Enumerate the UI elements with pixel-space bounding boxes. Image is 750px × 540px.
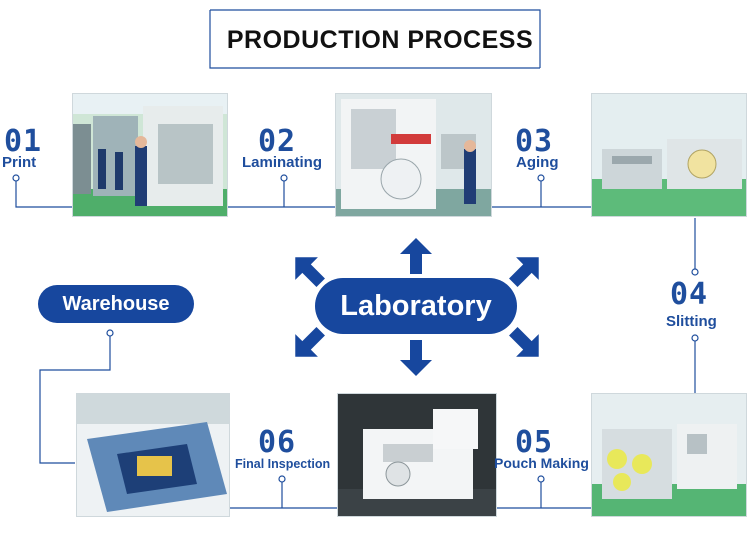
arrow-up-icon <box>400 238 432 274</box>
step-05-label: Pouch Making <box>494 455 589 471</box>
arrow-down-icon <box>400 340 432 376</box>
photo-print <box>72 93 228 217</box>
page-title: PRODUCTION PROCESS <box>226 26 534 54</box>
arrow-up-right-icon <box>509 257 539 287</box>
step-05-number: 05 <box>515 425 554 460</box>
step-02-number: 02 <box>258 124 297 159</box>
step-04-number: 04 <box>670 277 709 312</box>
photo-final-inspection <box>337 393 497 517</box>
step-02-label: Laminating <box>242 154 323 171</box>
step-03-label: Aging <box>516 154 559 171</box>
step-06-number: 06 <box>258 425 297 460</box>
arrow-up-left-icon <box>295 257 325 287</box>
step-04-label: Slitting <box>666 313 717 330</box>
photo-warehouse-bags <box>76 393 230 517</box>
photo-laminating <box>335 93 492 217</box>
photo-pouch-making <box>591 393 747 517</box>
step-03-number: 03 <box>515 124 554 159</box>
step-01-number: 01 <box>4 124 43 159</box>
photo-aging <box>591 93 747 217</box>
step-06-label: Final Inspection <box>235 457 331 471</box>
arrow-down-left-icon <box>295 327 325 357</box>
step-01-label: Print <box>2 154 37 171</box>
laboratory-pill: Laboratory <box>315 278 517 334</box>
arrow-down-right-icon <box>509 327 539 357</box>
warehouse-pill: Warehouse <box>38 285 194 323</box>
